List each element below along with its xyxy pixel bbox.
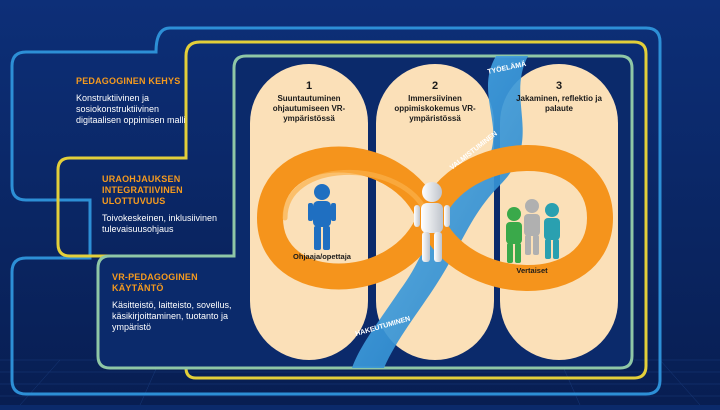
phase-number-2: 2	[380, 80, 490, 92]
phase-title-2: Immersiivinen oppimiskokemus VR-ympärist…	[380, 94, 490, 124]
side-label-title: PEDAGOGINEN KEHYS	[76, 76, 186, 87]
side-label-body: Käsitteistö, laitteisto, sovellus, käsik…	[112, 300, 252, 333]
phase-number-1: 1	[254, 80, 364, 92]
peers-label: Vertaiset	[497, 266, 567, 275]
side-label-body: Konstruktiivinen ja sosiokonstruktiivine…	[76, 93, 186, 126]
guide-label: Ohjaaja/opettaja	[287, 252, 357, 261]
phase-title-1: Suuntautuminen ohjautumiseen VR-ympärist…	[254, 94, 364, 124]
side-label-framework: PEDAGOGINEN KEHYS Konstruktiivinen ja so…	[76, 76, 186, 126]
phase-number-3: 3	[504, 80, 614, 92]
side-label-title: URAOHJAUKSEN INTEGRATIIVINEN ULOTTUVUUS	[102, 174, 222, 207]
phase-title-3: Jakaminen, reflektio ja palaute	[504, 94, 614, 114]
side-label-title: VR-PEDAGOGINEN KÄYTÄNTÖ	[112, 272, 252, 294]
side-label-body: Toivokeskeinen, inklusiivinen tulevaisuu…	[102, 213, 222, 235]
side-label-dimension: URAOHJAUKSEN INTEGRATIIVINEN ULOTTUVUUS …	[102, 174, 222, 235]
side-label-practice: VR-PEDAGOGINEN KÄYTÄNTÖ Käsitteistö, lai…	[112, 272, 252, 333]
